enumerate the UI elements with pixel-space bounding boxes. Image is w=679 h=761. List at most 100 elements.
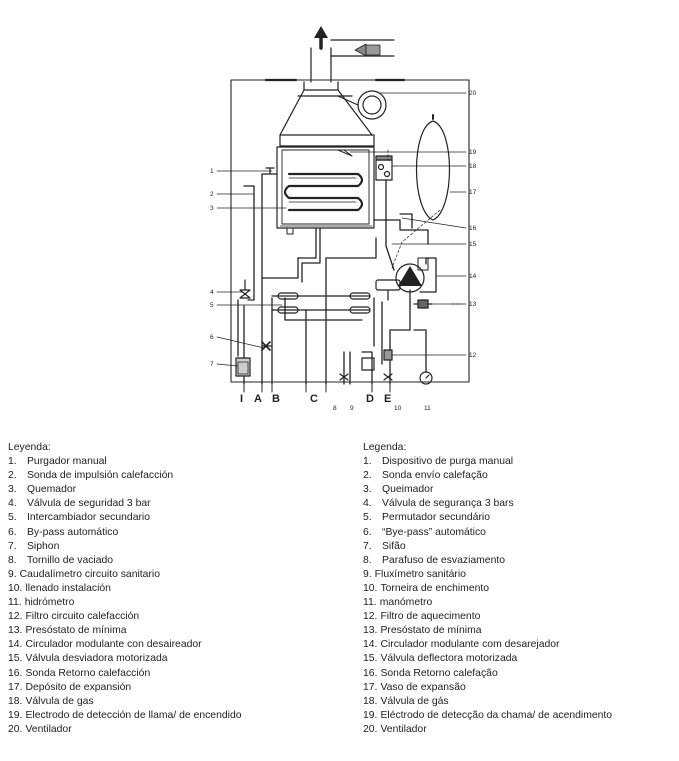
secondary-heat-exchanger-icon [271,292,371,314]
legend-item-text: Vaso de expansão [380,681,466,693]
callout-2: 2 [210,191,214,198]
legend-item-text: Fluxímetro sanitário [374,568,466,580]
legend-item: 14.Circulador modulante com desarejador [363,638,673,652]
legend-item-text: Sifão [382,540,406,552]
siphon-icon [235,357,251,377]
legend-item-number: 16. [8,667,23,679]
legend-item: 18.Válvula de gás [363,695,673,709]
legend-item-text: Presóstato de mínima [380,625,482,637]
legend-item: 15.Válvula deflectora motorizada [363,652,673,666]
legend-item-text: Purgador manual [27,456,107,468]
legend-item-text: Sonda Retorno calefacción [25,667,151,679]
legend-item-text: manómetro [379,597,433,609]
legend-item: 7.Sifão [363,540,673,554]
gas-valve-icon [375,155,393,181]
legend-item-number: 8. [363,554,372,566]
legend-item-number: 11. [8,597,22,609]
legend-item: 4.Válvula de segurança 3 bars [363,497,673,511]
boiler-casing [230,79,470,383]
legend-item-text: Dispositivo de purga manual [382,456,514,468]
callout-13: 13 [469,301,477,308]
heating-filter-icon [383,349,393,361]
legend-item-number: 15. [363,653,378,665]
legend-item-text: Filtro circuito calefacción [25,611,140,623]
legend-item: 16.Sonda Retorno calefacción [8,667,348,681]
legend-item-number: 13. [8,625,23,637]
legend-item-text: Presóstato de mínima [25,625,127,637]
legend-item-number: 18. [363,695,378,707]
callout-14: 14 [469,273,477,280]
legend-item-text: Eléctrodo de detecção da chama/ de acend… [380,709,613,721]
expansion-vessel-icon [415,120,451,221]
sub-label-8: 8 [333,405,337,412]
legend-item-number: 15. [8,653,23,665]
legend-item-text: Queimador [382,484,434,496]
fan-icon [337,90,387,120]
legend-item-number: 6. [8,526,17,538]
legend-item-number: 14. [363,639,378,651]
legend-item-text: llenado instalación [25,582,111,594]
legend-item-number: 9. [8,568,17,580]
connection-label-e: E [384,393,391,405]
air-intake-arrow-icon [354,43,381,57]
callout-5: 5 [210,302,214,309]
legend-item-text: Caudalímetro circuito sanitario [19,568,161,580]
legend-item-text: Torneira de enchimento [380,582,490,594]
callout-16: 16 [469,225,477,232]
legend-item-number: 13. [363,625,378,637]
legend-item-number: 6. [363,526,372,538]
legend-item: 17.Depósito de expansión [8,681,348,695]
legend-item-number: 11. [363,597,377,609]
legend-item: 20.Ventilador [363,723,673,737]
legend-item: 9.Caudalímetro circuito sanitario [8,568,348,582]
legend-item-number: 8. [8,554,17,566]
legend-item: 1.Purgador manual [8,455,348,469]
legend-item: 6.“Bye-pass” automático [363,526,673,540]
pressure-switch-icon [417,299,429,309]
legend-item: 4.Válvula de seguridad 3 bar [8,497,348,511]
legend-item: 8.Parafuso de esvaziamento [363,554,673,568]
flue-exhaust-arrow-icon [314,26,328,50]
legend-item-text: Quemador [27,484,77,496]
legend-item-text: Válvula desviadora motorizada [25,653,168,665]
legend-item-text: Depósito de expansión [25,681,132,693]
legend-item: 15.Válvula desviadora motorizada [8,652,348,666]
legend-item-text: Ventilador [380,723,427,735]
legend-item: 3.Quemador [8,483,348,497]
legend-item: 3.Queimador [363,483,673,497]
legend-item: 10.llenado instalación [8,582,348,596]
pressure-gauge-icon [419,371,433,385]
connection-label-d: D [366,393,374,405]
legend-item-text: Sonda Retorno calefação [380,667,498,679]
legend-item: 12.Filtro de aquecimento [363,610,673,624]
legend-item: 10.Torneira de enchimento [363,582,673,596]
legend-item: 16.Sonda Retorno calefação [363,667,673,681]
legend-item-number: 18. [8,695,23,707]
legend-item: 18.Válvula de gas [8,695,348,709]
callout-4: 4 [210,289,214,296]
legend-item-text: Permutador secundário [382,512,491,524]
legend-item-number: 14. [8,639,23,651]
legend-item: 11.hidrómetro [8,596,348,610]
callout-1: 1 [210,168,214,175]
legend-item-text: Circulador modulante com desarejador [380,639,560,651]
legend-item-number: 20. [8,723,23,735]
legend-item-text: Válvula de seguridad 3 bar [27,498,151,510]
legend-item-text: By-pass automático [27,526,119,538]
legend-item-number: 20. [363,723,378,735]
connection-stubs [243,383,391,393]
flue-assembly [264,39,406,147]
legend-item: 19.Eléctrodo de detecção da chama/ de ac… [363,709,673,723]
sub-label-11: 11 [424,405,431,412]
legend-item-text: Intercambiador secundario [27,512,151,524]
ignition-electrode-icon [337,149,353,157]
legend-item-number: 12. [363,611,378,623]
safety-valve-icon [239,279,251,299]
circulator-pump-icon [395,257,429,293]
legend-item: 19.Electrodo de detección de llama/ de e… [8,709,348,723]
legend-portuguese-title: Legenda: [363,442,407,453]
callout-leaders [216,92,467,367]
